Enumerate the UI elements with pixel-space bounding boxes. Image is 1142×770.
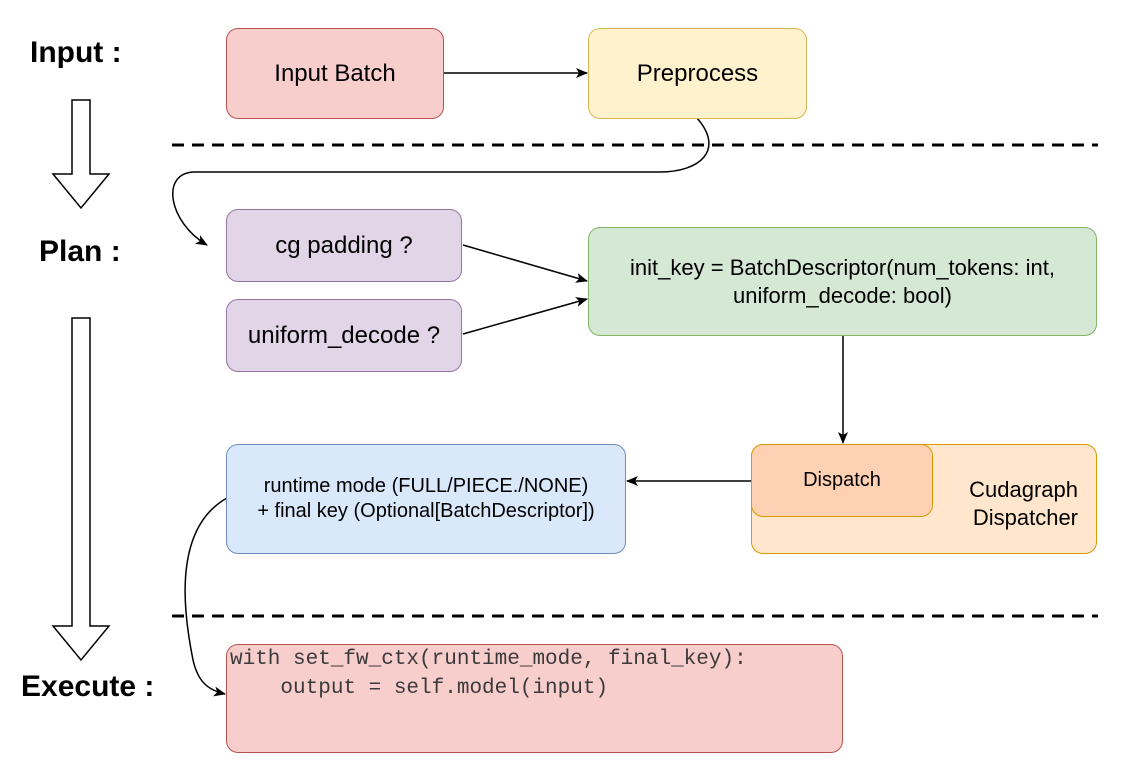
preprocess-label: Preprocess xyxy=(636,59,759,87)
uniform-decode-box: uniform_decode ? xyxy=(226,299,462,372)
init-key-line-1: init_key = BatchDescriptor(num_tokens: i… xyxy=(630,255,1055,280)
init-key-line-2: uniform_decode: bool) xyxy=(733,282,952,308)
dispatch-label: Dispatch xyxy=(803,469,881,491)
dispatch-box: Dispatch xyxy=(751,444,933,517)
execute-code-line-2: output = self.model(input) xyxy=(230,677,609,700)
cg-padding-box: cg padding ? xyxy=(226,209,462,282)
edge-cg-padding-to-init-key xyxy=(462,244,588,283)
stage-flow-arrow-input-plan xyxy=(51,99,111,210)
input-batch-box: Input Batch xyxy=(226,28,444,119)
stage-label-plan: Plan : xyxy=(39,235,121,268)
runtime-mode-box: runtime mode (FULL/PIECE./NONE) + final … xyxy=(226,444,626,554)
edge-runtime-mode-to-execute xyxy=(184,497,228,697)
execute-code-box: with set_fw_ctx(runtime_mode, final_key)… xyxy=(226,644,843,753)
init-key-box: init_key = BatchDescriptor(num_tokens: i… xyxy=(588,227,1097,336)
input-batch-label: Input Batch xyxy=(274,59,396,87)
edge-preprocess-to-cg-padding xyxy=(172,117,710,246)
uniform-decode-label: uniform_decode ? xyxy=(247,321,441,349)
edge-uniform-decode-to-init-key xyxy=(462,297,588,335)
runtime-mode-line-1: runtime mode (FULL/PIECE./NONE) xyxy=(263,475,589,497)
stage-flow-arrow-plan-execute xyxy=(51,317,111,662)
cudagraph-dispatcher-line-2: Dispatcher xyxy=(972,504,1078,530)
runtime-mode-line-2: + final key (Optional[BatchDescriptor]) xyxy=(257,500,595,522)
execute-code-line-1: with set_fw_ctx(runtime_mode, final_key)… xyxy=(230,648,747,671)
cg-padding-label: cg padding ? xyxy=(275,231,413,259)
stage-label-input: Input : xyxy=(30,36,122,69)
preprocess-box: Preprocess xyxy=(588,28,807,119)
cudagraph-dispatcher-line-1: Cudagraph xyxy=(969,477,1078,502)
stage-label-execute: Execute : xyxy=(21,670,155,703)
